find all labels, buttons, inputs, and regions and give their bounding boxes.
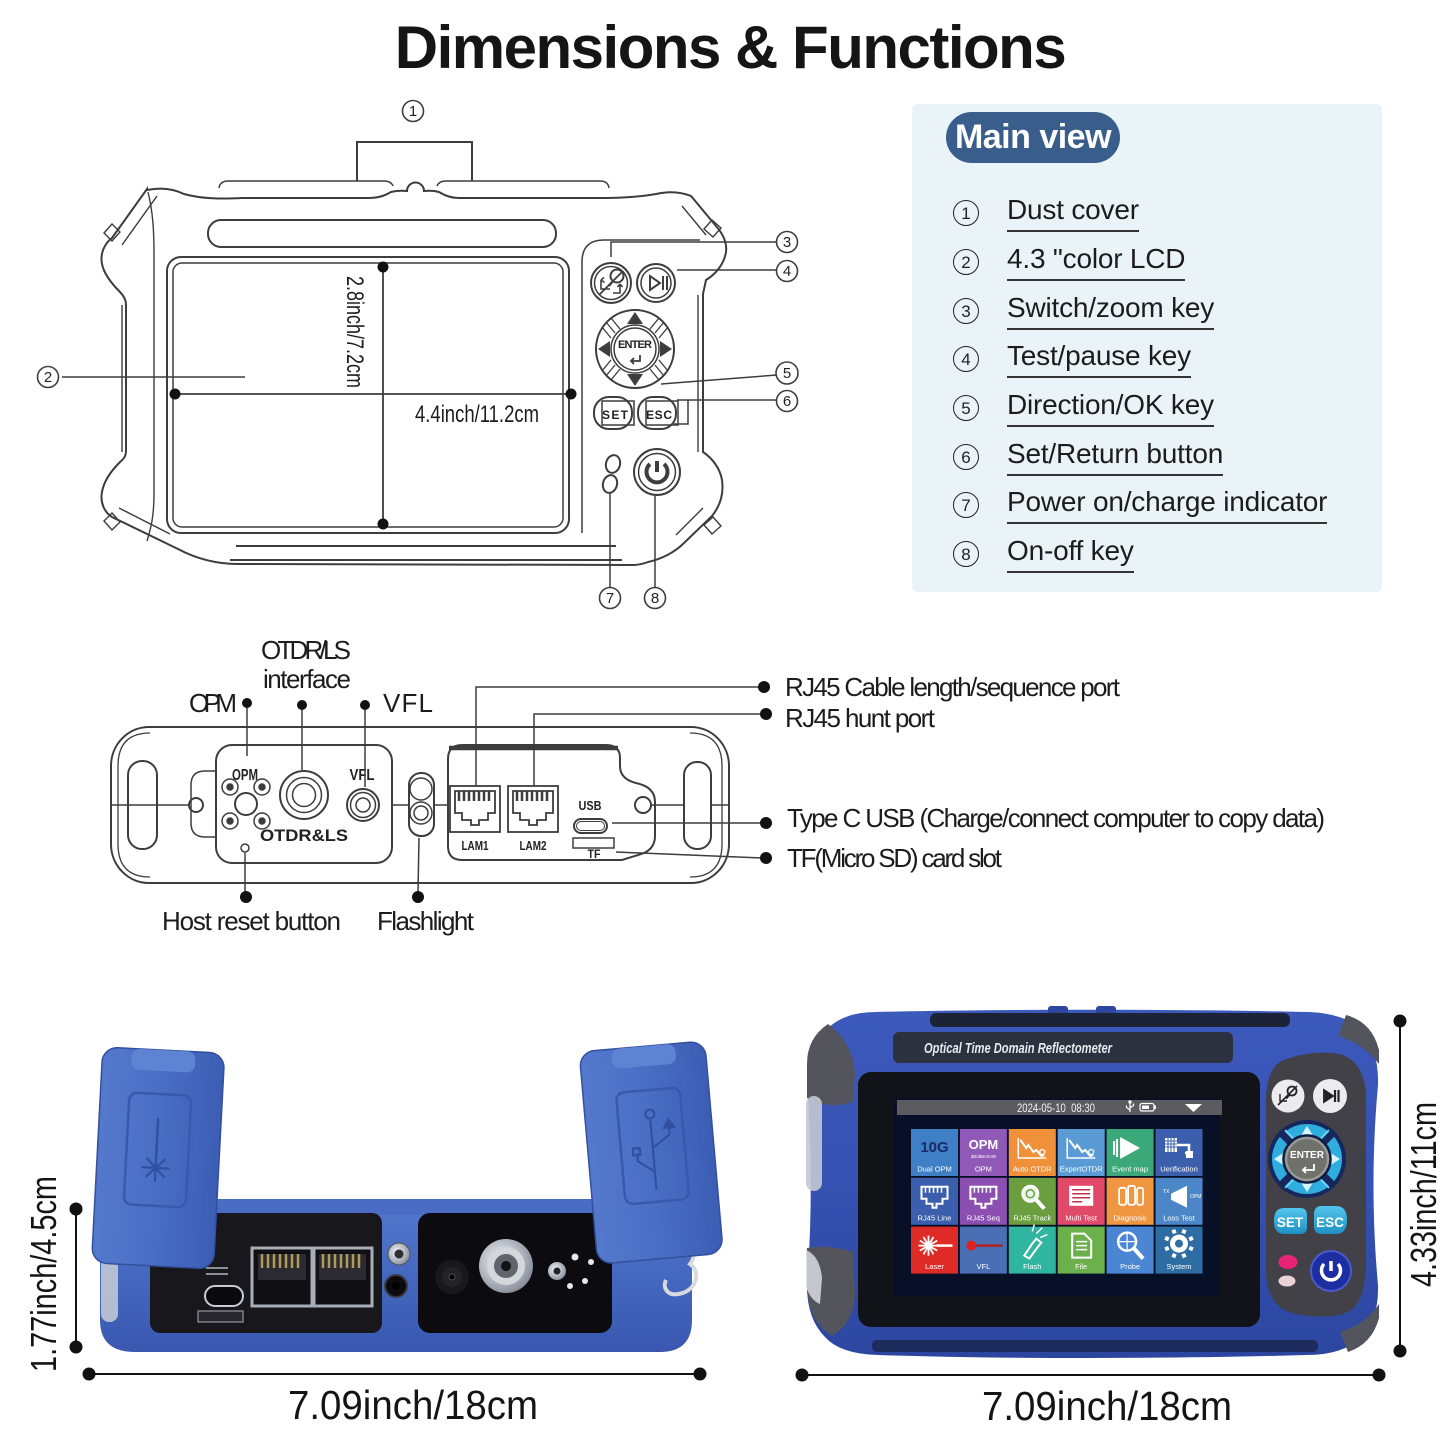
svg-text:3: 3 <box>783 234 791 251</box>
svg-text:7.09inch/18cm: 7.09inch/18cm <box>982 1383 1232 1429</box>
svg-text:10G: 10G <box>920 1139 948 1156</box>
svg-text:RJ45 Seq: RJ45 Seq <box>967 1213 1000 1222</box>
svg-text:Event map: Event map <box>1112 1165 1148 1174</box>
svg-text:7.09inch/18cm: 7.09inch/18cm <box>288 1382 538 1428</box>
svg-text:dB/dBm/mW: dB/dBm/mW <box>971 1154 997 1159</box>
svg-text:LAM1: LAM1 <box>462 838 489 853</box>
svg-text:2: 2 <box>44 369 52 386</box>
svg-text:SET: SET <box>602 408 629 422</box>
svg-text:OPM: OPM <box>975 1165 992 1174</box>
svg-text:7: 7 <box>606 590 614 607</box>
svg-text:OPM: OPM <box>189 688 237 718</box>
svg-text:USB: USB <box>579 798 602 813</box>
svg-text:RJ45 Cable length/sequence por: RJ45 Cable length/sequence port <box>785 672 1121 702</box>
svg-text:4.33inch/11cm: 4.33inch/11cm <box>1403 1102 1444 1287</box>
svg-text:Auto OTDR: Auto OTDR <box>1013 1165 1052 1174</box>
svg-text:TX: TX <box>1163 1189 1170 1195</box>
svg-text:File: File <box>1075 1262 1087 1271</box>
svg-text:Multi Test: Multi Test <box>1065 1213 1097 1222</box>
svg-text:ENTER: ENTER <box>618 339 652 351</box>
svg-text:OPM: OPM <box>969 1137 999 1152</box>
svg-text:TF(Micro SD) card slot: TF(Micro SD) card slot <box>787 843 1003 873</box>
svg-text:5: 5 <box>783 365 791 382</box>
svg-text:Loss Test: Loss Test <box>1163 1213 1195 1222</box>
svg-text:RJ45 Line: RJ45 Line <box>918 1213 952 1222</box>
svg-text:Dual OPM: Dual OPM <box>917 1165 952 1174</box>
svg-text:1: 1 <box>409 103 417 120</box>
svg-text:interface: interface <box>263 664 351 694</box>
svg-text:OTDR&LS: OTDR&LS <box>260 826 348 845</box>
svg-text:RJ45 hunt port: RJ45 hunt port <box>785 703 936 733</box>
svg-text:Flash: Flash <box>1023 1262 1041 1271</box>
svg-text:Flashlight: Flashlight <box>377 906 475 936</box>
svg-text:1.77inch/4.5cm: 1.77inch/4.5cm <box>23 1176 64 1372</box>
svg-text:Laser: Laser <box>925 1262 944 1271</box>
svg-text:ESC: ESC <box>646 408 672 422</box>
svg-text:TF: TF <box>588 847 601 861</box>
svg-text:Diagnosis: Diagnosis <box>1114 1213 1147 1222</box>
svg-text:SET: SET <box>1277 1215 1304 1230</box>
svg-text:OPM: OPM <box>1190 1194 1201 1200</box>
svg-text:6: 6 <box>783 393 791 410</box>
svg-text:8: 8 <box>651 590 659 607</box>
svg-text:Probe: Probe <box>1120 1262 1140 1271</box>
svg-text:RJ45 Track: RJ45 Track <box>1013 1213 1051 1222</box>
svg-text:VFL: VFL <box>350 767 375 784</box>
svg-text:4.4inch/11.2cm: 4.4inch/11.2cm <box>415 401 539 428</box>
svg-text:OPM: OPM <box>232 767 258 784</box>
svg-text:2024-05-10 08:30: 2024-05-10 08:30 <box>1017 1101 1095 1115</box>
svg-text:VFL: VFL <box>977 1262 991 1271</box>
svg-text:Type C USB (Charge/connect com: Type C USB (Charge/connect computer to c… <box>787 803 1325 833</box>
svg-text:System: System <box>1166 1262 1191 1271</box>
svg-text:ENTER: ENTER <box>1290 1150 1325 1161</box>
svg-text:ESC: ESC <box>1316 1215 1344 1230</box>
svg-text:Uerification: Uerification <box>1160 1165 1198 1174</box>
svg-text:Optical Time Domain Reflectome: Optical Time Domain Reflectometer <box>924 1041 1113 1057</box>
svg-text:2.8inch/7.2cm: 2.8inch/7.2cm <box>341 276 368 388</box>
svg-text:VFL: VFL <box>383 688 433 718</box>
svg-text:Host reset button: Host reset button <box>162 906 341 936</box>
svg-text:4: 4 <box>783 263 791 280</box>
svg-text:OTDR/LS: OTDR/LS <box>261 635 351 665</box>
svg-text:LAM2: LAM2 <box>520 838 547 853</box>
svg-text:ExpertOTDR: ExpertOTDR <box>1060 1165 1104 1174</box>
